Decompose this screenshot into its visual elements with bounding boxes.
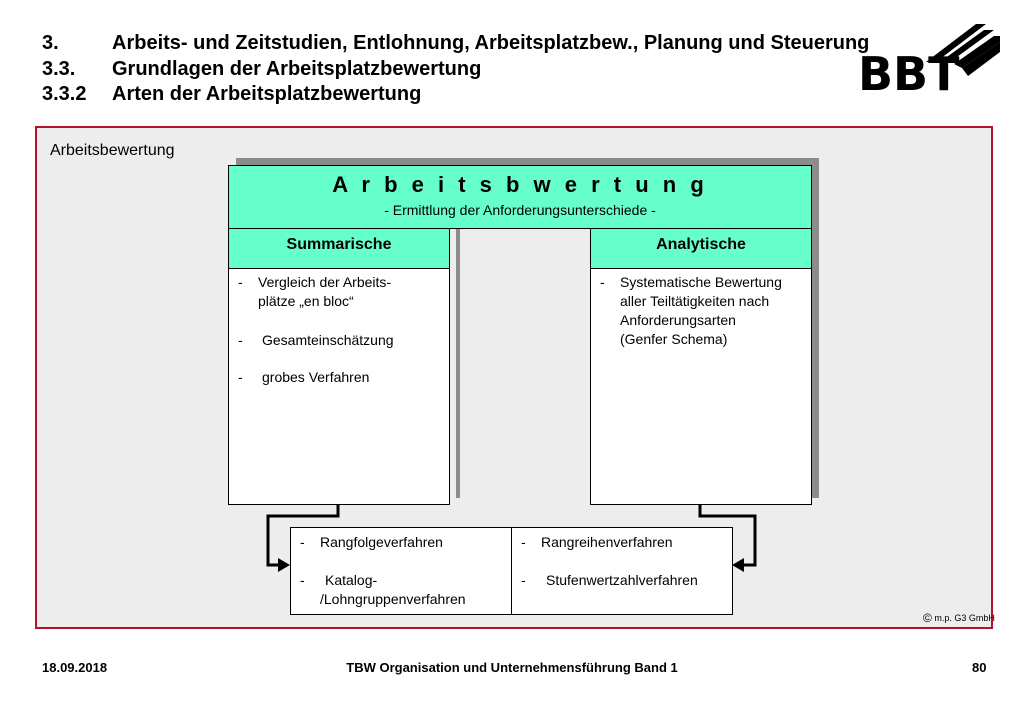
footer-page-number: 80 — [972, 660, 987, 675]
logo-text: BBT — [858, 47, 960, 92]
analytische-body — [590, 268, 812, 505]
arrow-head-right-icon — [278, 558, 290, 572]
arrow-head-left-icon — [732, 558, 744, 572]
copyright-icon: © — [923, 611, 932, 625]
heading-text: Grundlagen der Arbeitsplatzbewertung — [112, 58, 482, 80]
bottom-right-box — [511, 527, 733, 615]
summarische-header — [228, 228, 450, 269]
diagram-subtitle: - Ermittlung der Anforderungsunterschied… — [384, 202, 656, 218]
left-connector — [266, 505, 340, 567]
heading-text: Arbeits- und Zeitstudien, Entlohnung, Ar… — [112, 32, 870, 54]
title-box — [228, 165, 812, 229]
diagram-title: A r b e i t s b w e r t u n g — [332, 172, 708, 197]
bottom-left-box — [290, 527, 512, 615]
footer-date: 18.09.2018 — [42, 660, 108, 675]
bbt-logo: BBT — [858, 24, 1000, 92]
heading-number: 3.3. — [42, 58, 76, 80]
heading-number: 3. — [42, 32, 59, 54]
shadow — [456, 228, 460, 498]
right-connector — [698, 505, 757, 567]
heading-text: Arten der Arbeitsplatzbewertung — [112, 83, 422, 105]
panel-label: Arbeitsbewertung — [50, 142, 175, 159]
summarische-body — [228, 268, 450, 505]
shadow — [812, 158, 819, 498]
footer-title: TBW Organisation und Unternehmensführung… — [346, 660, 678, 675]
analytische-heading: Analytische — [656, 236, 746, 253]
heading-number: 3.3.2 — [42, 83, 87, 105]
summarische-heading: Summarische — [286, 236, 392, 253]
copyright-note: © m.p. G3 GmbH — [923, 611, 995, 625]
